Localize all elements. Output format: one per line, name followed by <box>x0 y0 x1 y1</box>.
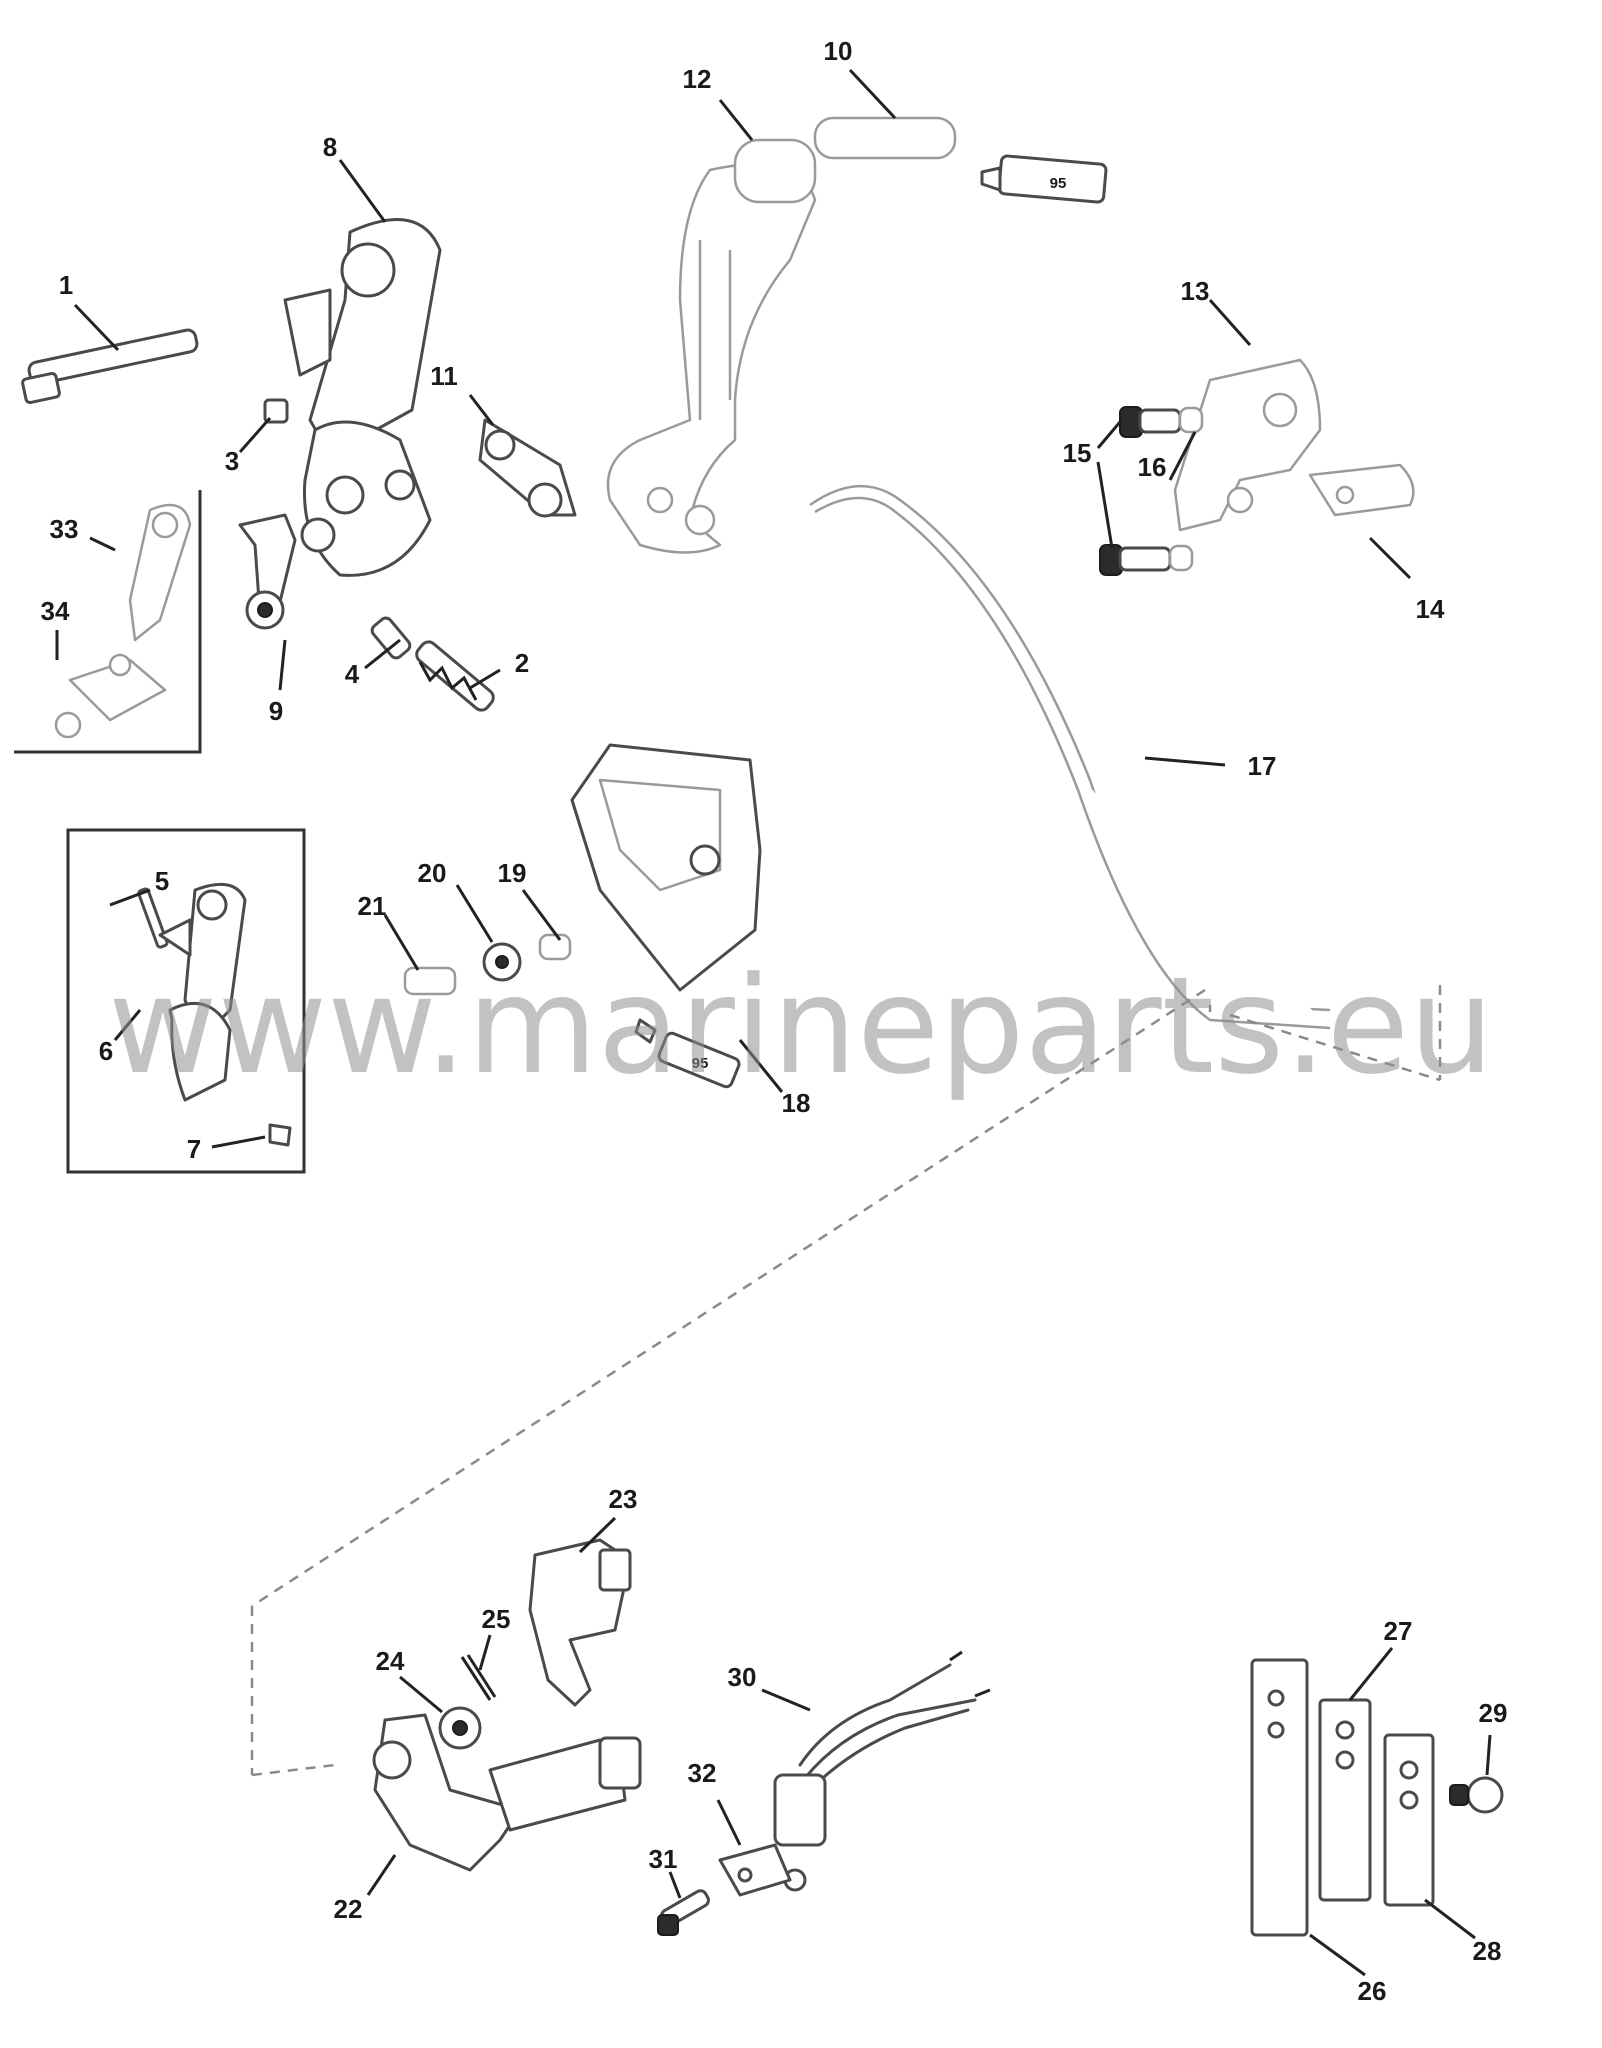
callout-7: 7 <box>187 1134 201 1164</box>
part-9-lever-arm <box>238 513 297 630</box>
part-15-nuts <box>1099 406 1182 576</box>
part-31-screw <box>657 1889 710 1936</box>
part-22-lever-assembly <box>372 1713 642 1872</box>
callout-18: 18 <box>782 1088 811 1118</box>
tube-label-middle: 95 <box>692 1055 709 1072</box>
part-21-fitting <box>403 966 457 996</box>
callout-32: 32 <box>688 1758 717 1788</box>
part-27-plate <box>1318 1698 1372 1902</box>
part-14-clamp <box>1308 463 1415 517</box>
callout-3: 3 <box>225 446 239 476</box>
part-4-pin <box>370 616 412 660</box>
part-10-shaft <box>813 116 957 160</box>
part-13-bracket <box>1173 358 1322 532</box>
callout-2: 2 <box>515 648 529 678</box>
callout-28: 28 <box>1473 1936 1502 1966</box>
part-23-bracket <box>528 1538 632 1707</box>
watermark-text: www.marineparts.eu <box>108 948 1494 1104</box>
callout-6: 6 <box>99 1036 113 1066</box>
inset-box-5-7 <box>66 828 306 1174</box>
callout-33: 33 <box>50 514 79 544</box>
part-95-tube-middle: 95 <box>634 1018 741 1089</box>
part-30-wire-harness <box>773 1650 991 1892</box>
callout-5: 5 <box>155 866 169 896</box>
tube-label-top: 95 <box>1050 175 1067 192</box>
part-8-shift-lever <box>283 218 442 577</box>
callout-27: 27 <box>1384 1616 1413 1646</box>
part-1-bolt <box>21 328 199 405</box>
callout-29: 29 <box>1479 1698 1508 1728</box>
callout-13: 13 <box>1181 276 1210 306</box>
part-32-plate <box>718 1843 792 1897</box>
callout-23: 23 <box>609 1484 638 1514</box>
part-18-cover <box>570 743 762 992</box>
callout-17: 17 <box>1248 751 1277 781</box>
callout-12: 12 <box>683 64 712 94</box>
callout-1: 1 <box>59 270 73 300</box>
callout-labels: 1 2 3 4 5 6 7 8 9 10 11 12 13 14 15 16 1… <box>41 36 1508 2006</box>
part-26-plate <box>1250 1658 1309 1937</box>
part-2-spring <box>415 640 495 712</box>
part-12-bushing <box>733 138 817 204</box>
callout-31: 31 <box>649 1844 678 1874</box>
inset-box-33-34 <box>14 490 202 754</box>
part-28-plate <box>1383 1733 1435 1907</box>
part-29-plug <box>1449 1776 1504 1814</box>
callout-19: 19 <box>498 858 527 888</box>
callout-16: 16 <box>1138 452 1167 482</box>
part-16-spacers <box>1168 406 1204 572</box>
part-20-washer <box>482 942 522 982</box>
callout-15: 15 <box>1063 438 1092 468</box>
part-33-34-inset-lever <box>54 503 192 739</box>
part-5-6-7-inset-assembly <box>137 882 292 1147</box>
callout-9: 9 <box>269 696 283 726</box>
leader-lines <box>55 68 1492 1977</box>
part-11-link <box>478 418 577 518</box>
callout-11: 11 <box>430 361 458 391</box>
part-12-bracket-faint <box>606 163 817 554</box>
callout-30: 30 <box>728 1662 757 1692</box>
part-3-clip <box>263 398 289 424</box>
callout-14: 14 <box>1416 594 1445 624</box>
callout-26: 26 <box>1358 1976 1387 2006</box>
callout-10: 10 <box>824 36 853 66</box>
callout-22: 22 <box>334 1894 363 1924</box>
callout-8: 8 <box>323 132 337 162</box>
callout-25: 25 <box>482 1604 511 1634</box>
callout-20: 20 <box>418 858 447 888</box>
part-17-shift-cable <box>250 484 1442 1777</box>
callout-21: 21 <box>358 891 387 921</box>
part-25-cotter-pin <box>460 1654 497 1701</box>
callout-34: 34 <box>41 596 70 626</box>
part-24-washer <box>438 1706 482 1750</box>
callout-4: 4 <box>345 659 360 689</box>
part-95-tube-top: 95 <box>980 154 1108 204</box>
callout-24: 24 <box>376 1646 405 1676</box>
